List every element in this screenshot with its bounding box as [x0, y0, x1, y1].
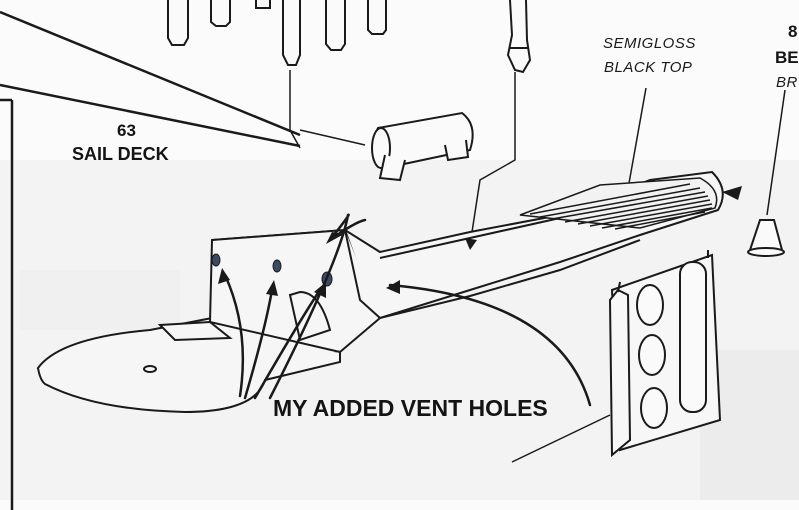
paint-note-line1: SEMIGLOSS — [603, 35, 696, 52]
paint-note-line2: BLACK TOP — [604, 59, 693, 76]
frame-lines — [0, 10, 301, 510]
part-number-label: 63 — [117, 121, 136, 140]
sail-parts-top — [167, 0, 532, 74]
vent-panel-part — [608, 250, 722, 458]
annotation-label: MY ADDED VENT HOLES — [273, 395, 548, 421]
cut-label-word1: BE — [775, 48, 799, 67]
semigloss-top-grille — [519, 177, 718, 230]
annotation-arrows — [223, 213, 592, 407]
cut-label-word2: BR — [776, 74, 798, 91]
bell-part — [747, 219, 785, 257]
cylinder-part — [371, 111, 474, 182]
cut-label-number: 8 — [788, 22, 798, 41]
vent-hole-1 — [211, 253, 221, 267]
vent-hole-2 — [272, 259, 282, 273]
leader-lines — [289, 70, 786, 463]
part-name-label: SAIL DECK — [72, 144, 169, 164]
arrow-heads — [218, 186, 742, 298]
